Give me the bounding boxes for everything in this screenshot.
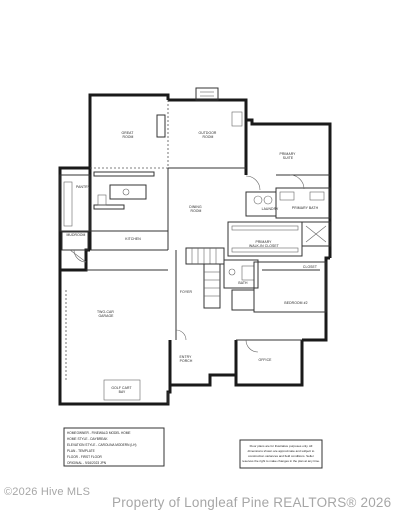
title-line-3: ELEVATION STYLE - CAROLINA MODERN (LH) [67, 443, 137, 447]
label-closet: CLOSET [303, 265, 317, 269]
label-primary-suite: PRIMARY SUITE [279, 152, 296, 160]
label-office: OFFICE [258, 358, 272, 362]
title-line-1: HOMEOWNER - FINEWALD MODEL HOME [67, 431, 131, 435]
title-line-2: HOME STYLE - DAYBREAK [67, 437, 108, 441]
title-line-6: ORIGINAL - 9/16/2023 JPN [67, 461, 107, 465]
label-entry-porch: ENTRY PORCH [180, 355, 193, 363]
disclaimer-block: Floor plans are for illustrative purpose… [239, 439, 323, 469]
label-bedroom: BEDROOM #2 [284, 301, 307, 305]
label-pantry: PANTRY [76, 185, 91, 189]
label-primary-bath: PRIMARY BATH [292, 206, 319, 210]
label-primary-walkin-closet: PRIMARY WALK-IN CLOSET [249, 240, 279, 248]
label-outdoor-room: OUTDOOR ROOM [198, 131, 217, 139]
room-labels: GREAT ROOM OUTDOOR ROOM PRIMARY SUITE PA… [67, 131, 319, 394]
interior-walls [59, 100, 331, 404]
title-block: HOMEOWNER - FINEWALD MODEL HOME HOME STY… [63, 427, 165, 467]
label-mudroom: MUDROOM [67, 233, 86, 237]
label-dining-room: DINING ROOM [189, 205, 203, 213]
title-line-4: PLAN - TEMPLATE [67, 449, 95, 453]
disclaimer-line-3: construction variances and field conditi… [248, 454, 314, 458]
label-great-room: GREAT ROOM [122, 131, 135, 139]
mls-watermark: ©2026 Hive MLS [4, 486, 91, 498]
label-foyer: FOYER [180, 290, 193, 294]
label-laundry: LAUNDRY [262, 207, 279, 211]
label-bath: BATH [238, 281, 248, 285]
disclaimer-line-2: dimensions shown are approximate and sub… [248, 449, 315, 453]
disclaimer-line-1: Floor plans are for illustrative purpose… [250, 444, 313, 448]
title-line-5: FLOOR - FIRST FLOOR [67, 455, 103, 459]
exterior-walls [58, 87, 332, 406]
disclaimer-line-4: reserves the right to make changes in th… [242, 459, 320, 463]
label-garage: TWO-CAR GARAGE [97, 310, 115, 318]
label-kitchen: KITCHEN [125, 237, 141, 241]
copyright-watermark: Property of Longleaf Pine REALTORS® 2026 [112, 495, 392, 510]
label-golf-cart-bay: GOLF CART BAY [111, 386, 132, 394]
